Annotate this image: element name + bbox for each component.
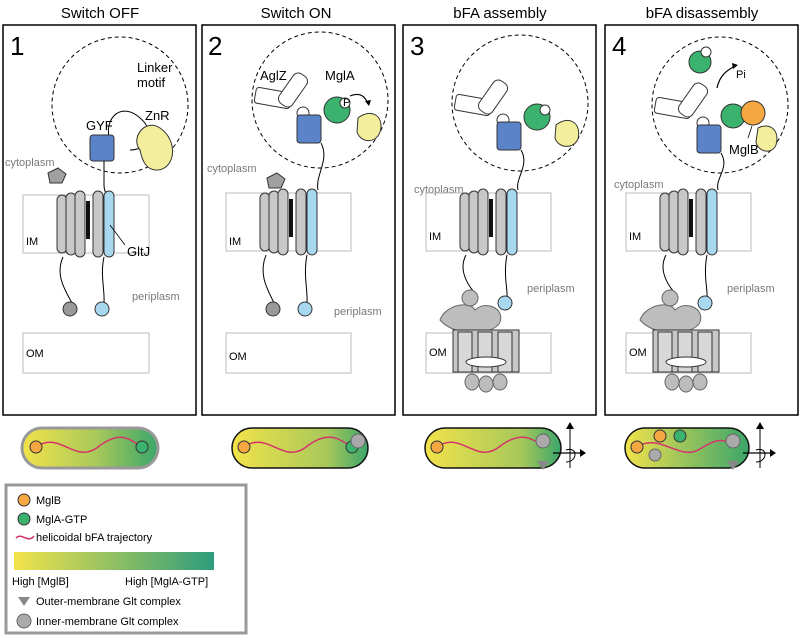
panel-number-2: 2 — [208, 31, 222, 61]
znr-domain-2 — [356, 113, 382, 142]
svg-text:periplasm: periplasm — [727, 283, 775, 295]
svg-text:OM: OM — [229, 351, 247, 363]
panel-1-content: GYF Linker motif ZnR cytoplasm IM GltJ p… — [5, 36, 189, 374]
legend-trajectory: helicoidal bFA trajectory — [36, 532, 153, 544]
legend-mgla: MglA-GTP — [36, 514, 87, 526]
panel-number-1: 1 — [10, 31, 24, 61]
legend-mglb-icon — [17, 493, 31, 507]
legend-inner: Inner-membrane Glt complex — [36, 616, 179, 628]
svg-text:periplasm: periplasm — [527, 283, 575, 295]
gyf-label: GYF — [86, 118, 113, 133]
gyf-domain-2 — [296, 114, 322, 144]
svg-text:cytoplasm: cytoplasm — [414, 184, 464, 196]
linker-label-line2: motif — [137, 75, 166, 90]
gyf-domain — [89, 134, 115, 162]
aglz-label: AglZ — [260, 68, 287, 83]
om-label-1: OM — [26, 348, 44, 360]
outer-membrane-1 — [22, 332, 150, 374]
znr-domain — [136, 125, 173, 171]
gltj-label: GltJ — [127, 244, 150, 259]
cytoplasm-label-1: cytoplasm — [5, 157, 55, 169]
svg-text:IM: IM — [429, 231, 441, 243]
inner-membrane-1 — [22, 194, 150, 254]
cell-3 — [424, 422, 586, 470]
panel-frame-4 — [604, 24, 799, 416]
im-label-1: IM — [26, 236, 38, 248]
cell-2 — [231, 427, 369, 469]
svg-text:OM: OM — [629, 347, 647, 359]
svg-text:IM: IM — [229, 236, 241, 248]
svg-text:periplasm: periplasm — [334, 306, 382, 318]
panel-frame-1 — [2, 24, 197, 416]
panel-3-content: cytoplasm IM periplasm OM — [414, 34, 589, 393]
legend-mglb: MglB — [36, 495, 61, 507]
svg-text:OM: OM — [429, 347, 447, 359]
mglb-label: MglB — [729, 142, 759, 157]
mglb-4 — [740, 100, 766, 126]
cytoplasmic-zoom-circle — [51, 36, 189, 174]
panel-number-3: 3 — [410, 31, 424, 61]
svg-text:cytoplasm: cytoplasm — [207, 163, 257, 175]
panel-frame-2 — [201, 24, 396, 416]
panel-2-content: P AglZ MglA cytoplasm IM periplasm OM — [207, 31, 389, 374]
panel-title-3: bFA assembly — [453, 5, 547, 22]
panel-number-4: 4 — [612, 31, 626, 61]
mgla-label: MglA — [325, 68, 355, 83]
legend-mgla-icon — [17, 512, 31, 526]
svg-text:cytoplasm: cytoplasm — [614, 179, 664, 191]
znr-label: ZnR — [145, 108, 170, 123]
legend-high-mglb: High [MglB] — [12, 576, 69, 588]
cell-1 — [20, 426, 160, 470]
svg-text:P: P — [343, 97, 350, 109]
legend-outer: Outer-membrane Glt complex — [36, 596, 181, 608]
legend-trajectory-icon — [15, 535, 35, 540]
svg-text:IM: IM — [629, 231, 641, 243]
cytoplasmic-marker-1 — [47, 167, 67, 184]
legend-gradient — [14, 552, 214, 570]
panel-frame-3 — [402, 24, 597, 416]
legend-outer-icon — [18, 597, 30, 606]
panel-title-2: Switch ON — [261, 5, 332, 22]
legend: MglB MglA-GTP helicoidal bFA trajectory … — [4, 483, 248, 635]
panel-title-1: Switch OFF — [61, 5, 139, 22]
pi-label: Pi — [736, 69, 746, 81]
panel-title-4: bFA disassembly — [646, 5, 759, 22]
periplasm-label-1: periplasm — [132, 291, 180, 303]
linker-label-line1: Linker — [137, 60, 173, 75]
cell-4 — [624, 422, 776, 470]
panel-4-content: Pi MglB cytoplasm IM periplasm OM — [614, 36, 789, 393]
legend-high-mgla: High [MglA-GTP] — [125, 576, 208, 588]
legend-inner-icon — [16, 613, 32, 629]
